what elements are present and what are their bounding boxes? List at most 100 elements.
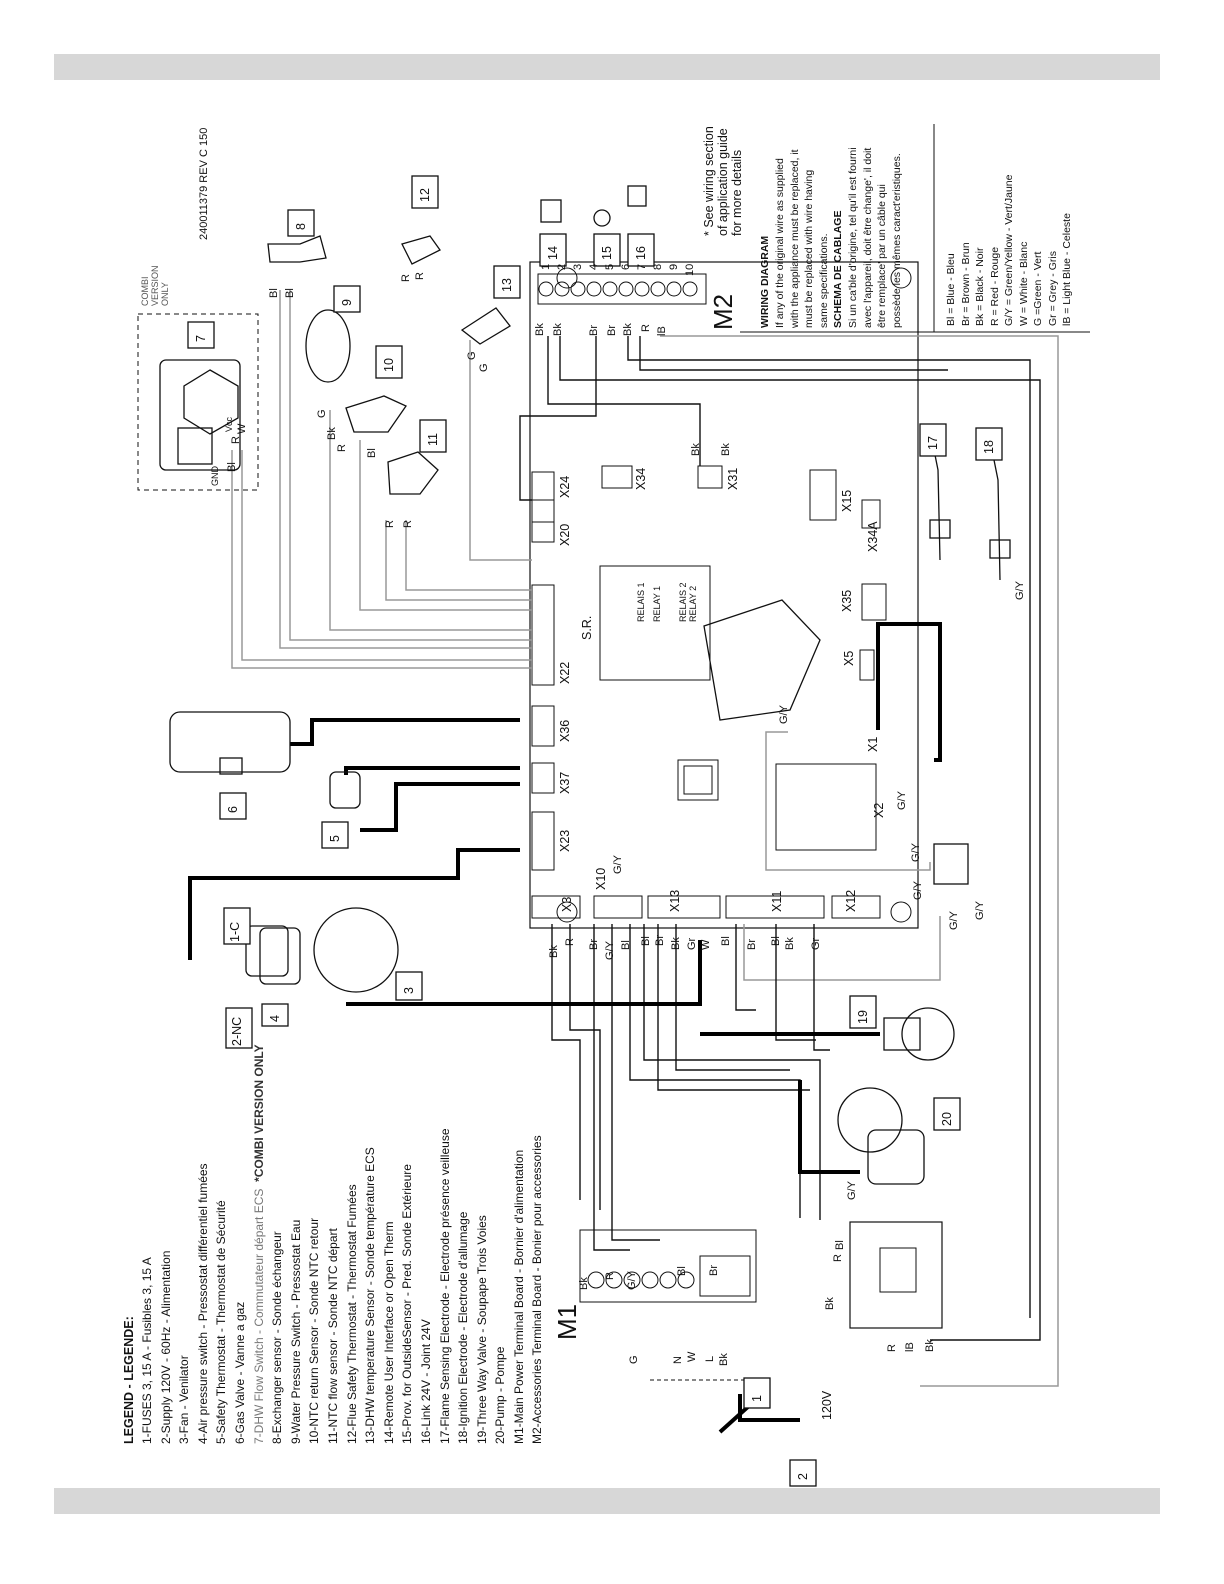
wire-label-gy-earth1: G/Y	[912, 881, 924, 900]
wire-label-g-13b: G	[478, 363, 490, 372]
wire-label-bk-x11: Bk	[784, 937, 796, 950]
wire-label-bl-x11: Bl	[720, 936, 732, 946]
connector-x20: X20	[558, 523, 572, 546]
wire-label-r-x3: R	[564, 938, 576, 946]
wire-label-bl-7: Bl	[226, 462, 238, 472]
m2-terminal-6: 6	[620, 263, 632, 270]
label-component-17: 17	[926, 436, 940, 450]
wire-label-ib-acc: lB	[904, 1342, 916, 1352]
wire-label-w-m1: W	[686, 1351, 698, 1362]
wire-label-gy-earth4: G/Y	[910, 843, 922, 862]
label-component-13: 13	[500, 278, 514, 292]
schema-cablage-title: SCHEMA DE CABLAGE	[832, 210, 844, 328]
connector-x12: X12	[844, 889, 858, 912]
label-component-14: 14	[546, 246, 560, 260]
wire-label-br-x13: Br	[654, 935, 666, 946]
wire-label-bk-acc: Bk	[824, 1297, 836, 1310]
label-component-8: 8	[294, 223, 308, 230]
relay-label-2: RELAY 2	[688, 585, 698, 622]
wire-label-br-x11: Br	[746, 939, 758, 950]
wire-label-bl-x10: Bl	[620, 940, 632, 950]
connector-x34: X34	[634, 467, 648, 490]
legend-item-7: 7-DHW Flow Switch - Commutateur départ E…	[251, 1044, 266, 1444]
connector-x35: X35	[840, 589, 854, 612]
combi-version-label: COMBI VERSION ONLY	[140, 265, 170, 306]
wire-label-ib-m2: lB	[656, 326, 668, 336]
label-component-9: 9	[340, 299, 354, 306]
legend-item-10: 10-NTC return Sensor - Sonde NTC retour	[307, 1217, 322, 1444]
legend-item-3: 3-Fan - Venilator	[177, 1355, 192, 1444]
gas-valve-body	[169, 711, 291, 773]
bottom-footer-band	[54, 1488, 1160, 1514]
wire-label-n-m1: N	[672, 1356, 684, 1364]
three-way-valve-body	[901, 1007, 955, 1061]
legend-item-9: 9-Water Pressure Switch - Pressostat Eau	[288, 1219, 303, 1444]
legend-item-6: 6-Gas Valve - Vanne a gaz	[232, 1301, 247, 1444]
wire-label-bk-m2c: Bk	[622, 323, 634, 336]
m2-terminal-7: 7	[636, 263, 648, 270]
relais-label-2: RELAIS 2	[678, 582, 688, 622]
label-m1: M1	[552, 1303, 582, 1340]
wiring-diagram-title: WIRING DIAGRAM	[759, 235, 771, 328]
wire-label-bk-x3: Bk	[548, 945, 560, 958]
legend-block: LEGEND - LEGENDE: 1-FUSES 3, 15 A - Fusi…	[120, 1044, 547, 1444]
wire-label-bk-m1: Bk	[578, 1277, 590, 1290]
m2-terminal-2: 2	[556, 263, 568, 270]
wire-label-gr-x13: Gr	[686, 937, 698, 950]
legend-item-12: 12-Flue Safety Thermostat - Thermostat F…	[344, 1184, 359, 1444]
wire-label-bl-x13: Bl	[640, 936, 652, 946]
legend-item-m1: M1-Main Power Terminal Board - Bornier d…	[511, 1149, 526, 1444]
control-board	[529, 261, 919, 929]
document-id: 240011379 REV C 150	[198, 127, 210, 240]
wire-label-l-m1: L	[704, 1355, 716, 1362]
wire-label-bk-m2b: Bk	[552, 323, 564, 336]
legend-title: LEGEND - LEGENDE:	[122, 1316, 136, 1444]
label-component-18: 18	[982, 440, 996, 454]
wire-label-gy-17: G/Y	[1014, 581, 1026, 600]
wire-label-r-acc2: R	[886, 1344, 898, 1352]
pump-body	[837, 1087, 903, 1153]
m1-terminal-block	[579, 1229, 757, 1303]
wire-label-bl-10: Bl	[366, 448, 378, 458]
label-component-5: 5	[328, 835, 342, 842]
connector-x22: X22	[558, 661, 572, 684]
wire-label-bl-m1: Bl	[676, 1266, 688, 1276]
legend-item-20: 20-Pump - Pompe	[493, 1346, 508, 1444]
connector-x13: X13	[668, 889, 682, 912]
connector-x34a: X34A	[866, 521, 880, 552]
wire-label-w-x13: W	[700, 939, 712, 950]
see-wiring-note: * See wiring section of application guid…	[702, 126, 744, 236]
wire-label-bl-8a: Bl	[268, 288, 280, 298]
label-component-11: 11	[426, 433, 440, 446]
wire-label-r-12a: R	[400, 274, 412, 282]
wire-label-bk-m2: Bk	[534, 323, 546, 336]
connector-x31: X31	[726, 467, 740, 490]
m2-terminal-3: 3	[572, 263, 584, 270]
legend-item-15: 15-Prov. for OutsideSensor - Pred. Sonde…	[400, 1164, 415, 1444]
m2-terminal-4: 4	[588, 263, 600, 270]
top-header-band	[54, 54, 1160, 80]
wire-label-gy-x10: G/Y	[604, 941, 616, 960]
wire-label-g-13a: G	[466, 351, 478, 360]
combi-version-box	[137, 313, 259, 491]
supply-voltage: 120V	[820, 1390, 834, 1420]
wire-label-gy-board: G/Y	[778, 705, 790, 724]
label-component-10: 10	[382, 358, 396, 372]
connector-sr: S.R.	[580, 615, 594, 640]
label-component-19: 19	[856, 1010, 870, 1024]
wire-label-gy-x10b: G/Y	[612, 855, 624, 874]
wire-label-r-acc: R	[832, 1254, 844, 1262]
wire-label-bk-x31a: Bk	[690, 443, 702, 456]
wire-label-gy-earth2: G/Y	[948, 911, 960, 930]
wire-label-gy-pump: G/Y	[846, 1181, 858, 1200]
wire-label-r-11b: R	[402, 520, 414, 528]
wire-label-gy-earth3: G/Y	[974, 901, 986, 920]
legend-item-8: 8-Exchanger sensor - Sonde échangeur	[270, 1231, 285, 1444]
legend-item-5: 5-Safety Thermostat - Thermostat de Sécu…	[214, 1200, 229, 1444]
connector-x24: X24	[558, 475, 572, 498]
connector-x36: X36	[558, 719, 572, 742]
m2-terminal-1: 1	[540, 263, 552, 270]
wire-label-r-12b: R	[414, 272, 426, 280]
wire-label-br-m1: Br	[708, 1265, 720, 1276]
